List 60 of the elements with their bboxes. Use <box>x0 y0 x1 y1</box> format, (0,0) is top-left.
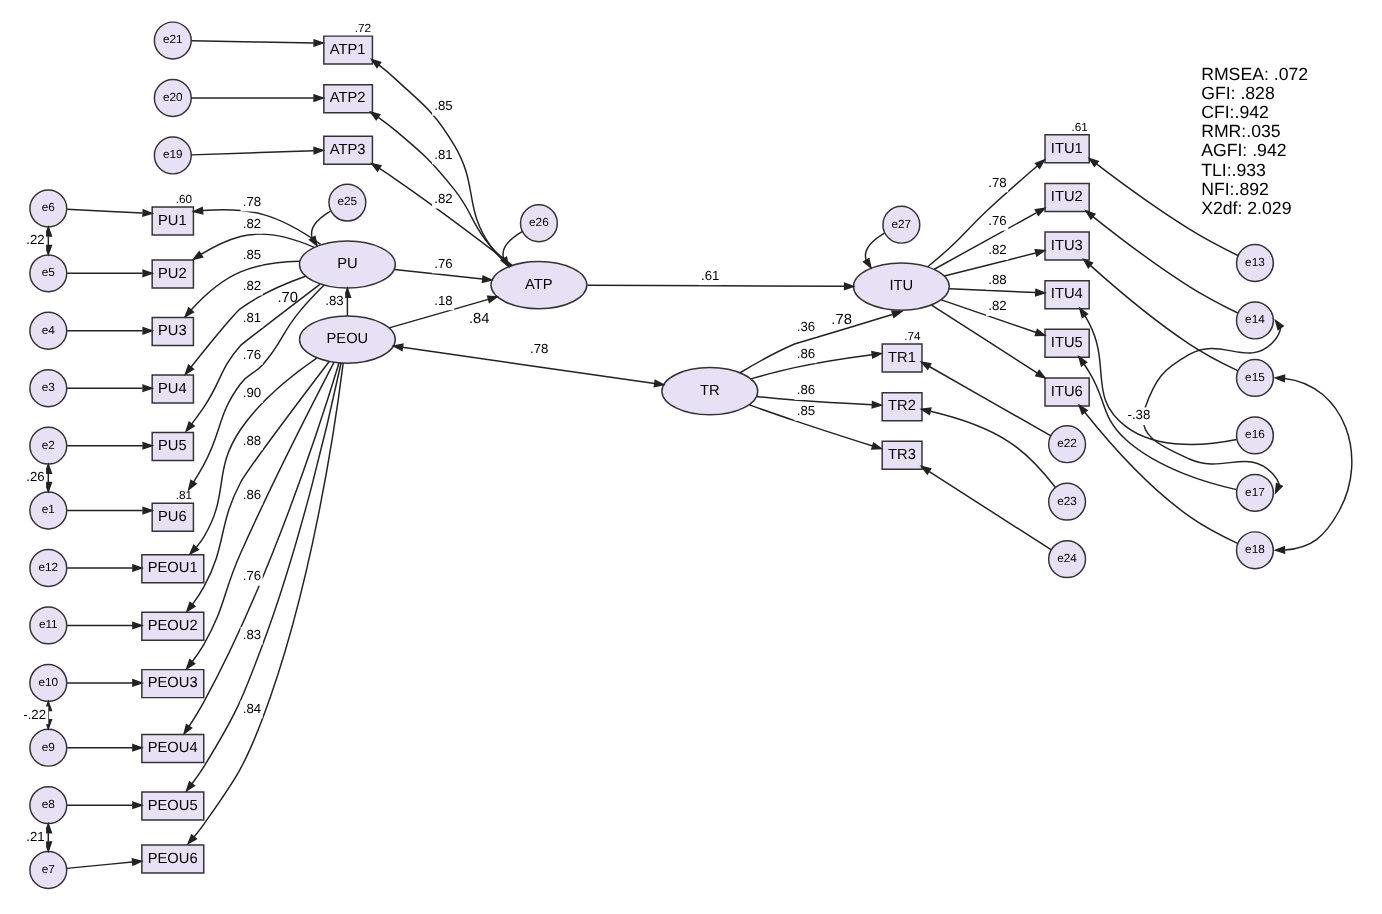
arrow <box>393 268 494 284</box>
arrow <box>933 207 1047 270</box>
node-label: .70 <box>277 288 298 307</box>
node-ellipse: ITU <box>852 262 950 311</box>
label: RMR:.035 <box>1201 121 1281 142</box>
arrow <box>927 158 1047 268</box>
arrow <box>184 283 321 433</box>
arrow <box>66 506 155 515</box>
arrow <box>1273 374 1353 555</box>
arrow <box>66 441 155 450</box>
arrow <box>66 269 155 278</box>
arrow <box>188 357 318 556</box>
arrow <box>182 362 340 736</box>
arrow <box>308 210 332 248</box>
node-label: .78 <box>831 310 852 329</box>
arrow <box>66 678 144 688</box>
arrow <box>930 304 1047 380</box>
arrow <box>66 621 144 630</box>
arrow <box>1084 209 1239 314</box>
arrow <box>185 361 335 671</box>
arrow <box>190 38 326 48</box>
arrow <box>66 563 144 573</box>
label: GFI: .828 <box>1201 82 1275 103</box>
node-ellipse: TR <box>661 366 759 416</box>
arrow <box>66 326 155 335</box>
arrow <box>66 743 144 752</box>
arrow <box>919 360 1052 437</box>
node-ellipse: PU <box>298 240 396 289</box>
arrow <box>1077 354 1238 491</box>
arrow <box>1087 157 1239 257</box>
arrow <box>755 395 884 409</box>
label: RMSEA: .072 <box>1201 63 1309 84</box>
node-ellipse: PEOU <box>298 315 396 364</box>
label: AGFI: .942 <box>1201 140 1287 161</box>
arrow <box>190 93 326 103</box>
arrow <box>919 465 1052 551</box>
arrow <box>948 287 1047 297</box>
label: TLI:.933 <box>1201 159 1266 180</box>
arrow <box>919 407 1057 489</box>
arrow <box>343 286 352 317</box>
label: CFI:.942 <box>1201 102 1269 123</box>
arrow <box>1078 306 1238 446</box>
arrow <box>66 384 155 393</box>
arrow <box>1082 258 1239 372</box>
node-ellipse: ATP <box>490 260 588 310</box>
arrow <box>191 206 322 245</box>
arrow <box>1142 318 1285 495</box>
arrow <box>66 208 155 218</box>
node-label: .84 <box>468 308 490 327</box>
label: X2df: 2.029 <box>1201 197 1292 218</box>
arrow <box>191 233 315 261</box>
arrow <box>586 282 856 291</box>
arrow <box>185 361 330 614</box>
arrow <box>65 857 144 870</box>
arrow <box>862 232 886 270</box>
arrow <box>750 350 884 380</box>
arrow <box>943 249 1047 277</box>
arrow <box>190 146 326 156</box>
label: NFI:.892 <box>1201 178 1269 199</box>
arrow <box>66 801 144 810</box>
